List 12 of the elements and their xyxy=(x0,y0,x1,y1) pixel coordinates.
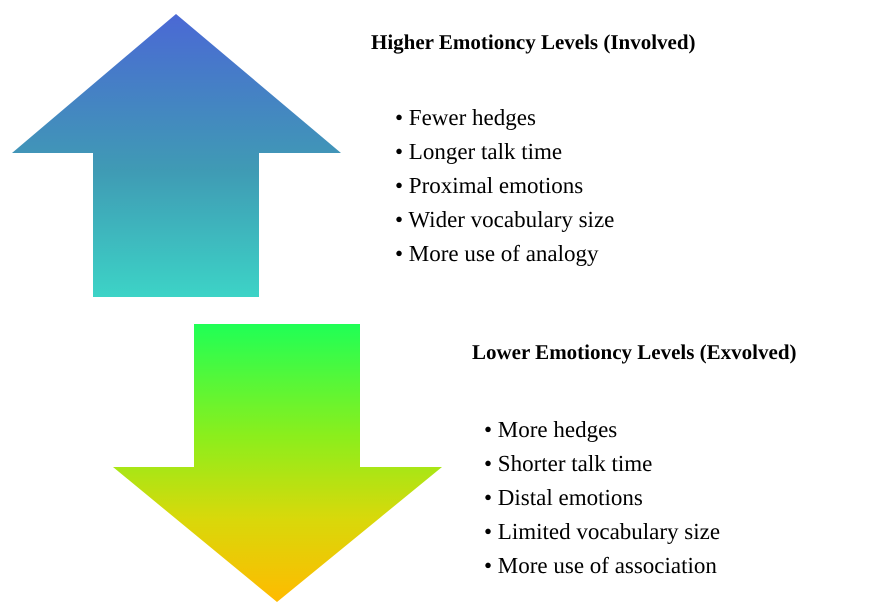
bullet-item: • More use of association xyxy=(484,552,717,580)
heading: Higher Emotioncy Levels (Involved) xyxy=(371,29,696,55)
bullet-item: • More use of analogy xyxy=(395,240,598,268)
bullet-item: • More hedges xyxy=(484,416,618,444)
bullet-item: • Limited vocabulary size xyxy=(484,518,720,546)
bullet-item: • Proximal emotions xyxy=(395,172,584,200)
bullet-item: • Distal emotions xyxy=(484,484,643,512)
heading: Lower Emotioncy Levels (Exvolved) xyxy=(472,339,796,365)
bullet-item: • Longer talk time xyxy=(395,138,562,166)
bullet-item: • Fewer hedges xyxy=(395,104,536,132)
bullet-item: • Shorter talk time xyxy=(484,450,652,478)
bullet-item: • Wider vocabulary size xyxy=(395,206,614,234)
